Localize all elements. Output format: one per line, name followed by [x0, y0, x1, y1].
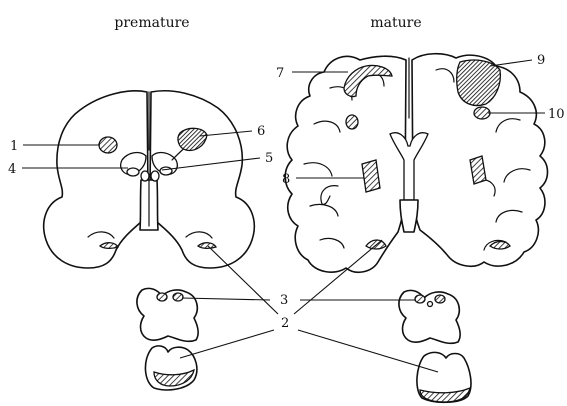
label-8: 8 — [282, 172, 290, 187]
mature-pons-section — [417, 352, 471, 402]
mature-title: mature — [370, 15, 421, 31]
label-2: 2 — [281, 316, 289, 331]
label-6: 6 — [257, 124, 265, 139]
label-10: 10 — [548, 107, 565, 122]
label-7: 7 — [276, 66, 284, 81]
premature-title: premature — [114, 15, 189, 31]
mature-brain-section — [285, 54, 547, 273]
premature-pons-section — [145, 346, 196, 390]
label-1: 1 — [10, 139, 18, 154]
mature-midbrain-section — [399, 290, 460, 343]
label-9: 9 — [537, 53, 545, 68]
label-5: 5 — [265, 151, 273, 166]
label-4: 4 — [8, 162, 16, 177]
label-3: 3 — [280, 293, 288, 308]
premature-brain-section — [44, 91, 255, 268]
premature-midbrain-section — [137, 288, 198, 341]
